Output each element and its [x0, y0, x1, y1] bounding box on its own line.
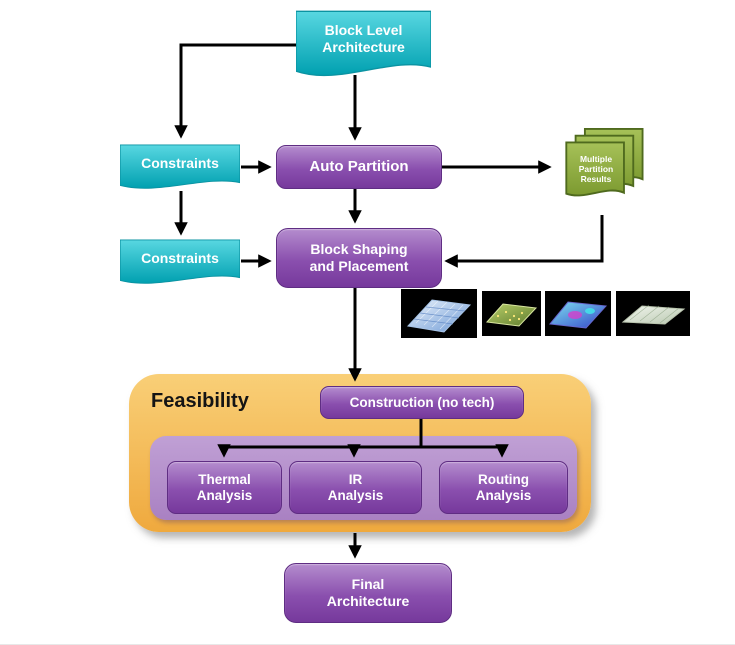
constraints-bottom-node: Constraints: [120, 239, 240, 285]
chip-layout-thumbnail-4: [616, 291, 690, 336]
multiple-partition-results-node: Multiple Partition Results: [557, 127, 650, 214]
chip-layout-thumbnail-2: [482, 291, 541, 336]
stacked-documents-icon: [565, 127, 644, 197]
chip-layout-thumbnail-1: [401, 289, 477, 338]
edge-results-blockshaping: [444, 215, 604, 268]
node-label: Constraints: [141, 155, 219, 172]
node-label: Final Architecture: [326, 576, 410, 609]
edge-blockarch-constraints: [174, 43, 296, 139]
constraints-top-node: Constraints: [120, 144, 240, 190]
ir-analysis-node: IR Analysis: [289, 461, 422, 514]
wave-shape: [120, 239, 240, 284]
routing-analysis-node: Routing Analysis: [439, 461, 568, 514]
wave-shape: [120, 144, 240, 189]
node-label: Block Level Architecture: [322, 22, 405, 55]
chip-graphic: [485, 303, 538, 327]
block-level-architecture-node: Block Level Architecture: [296, 10, 431, 78]
chip-layout-thumbnail-3: [545, 291, 611, 336]
node-label: Routing Analysis: [475, 471, 532, 503]
node-label: Thermal Analysis: [196, 471, 253, 503]
chip-graphic: [549, 301, 608, 329]
construction-node: Construction (no tech): [320, 386, 524, 419]
chip-graphic: [407, 299, 472, 333]
thermal-analysis-node: Thermal Analysis: [167, 461, 282, 514]
chip-graphic: [621, 304, 686, 325]
node-label: Block Shaping and Placement: [309, 241, 409, 274]
node-label: Multiple Partition Results: [578, 154, 614, 185]
node-label: Auto Partition: [309, 158, 409, 176]
node-label: Constraints: [141, 250, 219, 267]
wave-shape: [296, 10, 431, 77]
node-label: Construction (no tech): [349, 394, 495, 410]
node-label: IR Analysis: [327, 471, 384, 503]
final-architecture-node: Final Architecture: [284, 563, 452, 623]
block-shaping-node: Block Shaping and Placement: [276, 228, 442, 288]
feasibility-label: Feasibility: [151, 390, 249, 412]
auto-partition-node: Auto Partition: [276, 145, 442, 189]
